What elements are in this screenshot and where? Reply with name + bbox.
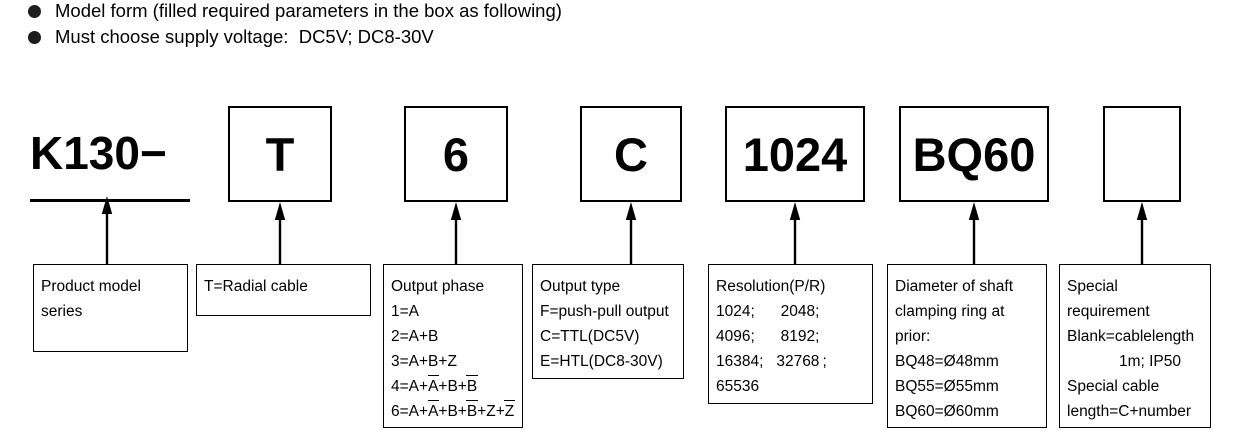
desc-line: 6=A+A+B+B+Z+Z bbox=[391, 399, 516, 424]
code-segment-clamping-ring[interactable]: BQ60 bbox=[899, 106, 1049, 202]
connector-arrow bbox=[272, 202, 288, 264]
desc-line: BQ48=Ø48mm bbox=[895, 353, 999, 370]
note-row: Must choose supply voltage: DC5V; DC8-30… bbox=[0, 26, 1236, 52]
note-text: Model form (filled required parameters i… bbox=[55, 0, 562, 21]
desc-line: C=TTL(DC5V) bbox=[540, 328, 640, 345]
note-text: Must choose supply voltage: DC5V; DC8-30… bbox=[55, 26, 434, 47]
desc-line: clamping ring at bbox=[895, 303, 1005, 320]
code-segment-value: T bbox=[265, 127, 295, 181]
desc-line: 3=A+B+Z bbox=[391, 353, 457, 370]
desc-line: F=push-pull output bbox=[540, 303, 669, 320]
desc-line: series bbox=[41, 303, 83, 320]
connector-arrow bbox=[99, 196, 115, 264]
note-row: Model form (filled required parameters i… bbox=[0, 0, 1236, 26]
desc-line: Output phase bbox=[391, 278, 485, 295]
desc-line: Diameter of shaft bbox=[895, 278, 1014, 295]
code-segment-value: C bbox=[614, 127, 648, 181]
desc-line: Resolution(P/R) bbox=[716, 278, 826, 295]
header-notes: Model form (filled required parameters i… bbox=[0, 0, 1236, 52]
connector-arrow bbox=[1134, 202, 1150, 264]
desc-line: Special cable bbox=[1067, 378, 1160, 395]
desc-line: T=Radial cable bbox=[204, 278, 308, 295]
desc-box-cable-direction: T=Radial cable bbox=[196, 264, 371, 316]
desc-line: BQ55=Ø55mm bbox=[895, 378, 999, 395]
desc-line: 1=A bbox=[391, 303, 420, 320]
code-segment-value: 6 bbox=[442, 127, 470, 181]
desc-line: Special bbox=[1067, 278, 1118, 295]
model-code-row: K130− T 6 C 1024 BQ60 bbox=[0, 106, 1236, 202]
bullet-icon bbox=[28, 5, 41, 18]
desc-line: 4096; 8192; bbox=[716, 328, 820, 345]
desc-line: Output type bbox=[540, 278, 621, 295]
code-segment-value: 1024 bbox=[742, 127, 848, 181]
connector-arrow bbox=[787, 202, 803, 264]
desc-line: 2=A+B bbox=[391, 328, 439, 345]
desc-line: BQ60=Ø60mm bbox=[895, 403, 999, 420]
desc-line: 16384; 32768 ; bbox=[716, 353, 827, 370]
desc-line: 4=A+A+B+B bbox=[391, 374, 515, 399]
bullet-icon bbox=[28, 31, 41, 44]
desc-line: Product model bbox=[41, 278, 141, 295]
desc-line: E=HTL(DC8-30V) bbox=[540, 353, 663, 370]
desc-line: 1m; IP50 bbox=[1118, 353, 1181, 370]
desc-line: prior: bbox=[895, 328, 931, 345]
code-segment-output-phase[interactable]: 6 bbox=[404, 106, 508, 202]
code-segment-value: K130− bbox=[30, 126, 167, 179]
code-segment-value: BQ60 bbox=[912, 127, 1036, 181]
code-segment-resolution[interactable]: 1024 bbox=[725, 106, 865, 202]
desc-box-shaft-clamping-ring-diameter: Diameter of shaft clamping ring at prior: B… bbox=[887, 264, 1047, 428]
desc-line: Blank=cablelength bbox=[1067, 328, 1195, 345]
connector-arrow bbox=[966, 202, 982, 264]
desc-box-product-model-series: Product model series bbox=[33, 264, 188, 352]
desc-line: 1024; 2048; bbox=[716, 303, 820, 320]
code-segment-cable[interactable]: T bbox=[228, 106, 332, 202]
desc-box-resolution: Resolution(P/R) 1024; 2048; 4096; 8192; 163… bbox=[708, 264, 873, 404]
desc-line: requirement bbox=[1067, 303, 1150, 320]
connector-arrow bbox=[623, 202, 639, 264]
code-segment-special[interactable] bbox=[1103, 106, 1181, 202]
code-segment-series: K130− bbox=[30, 106, 190, 202]
connector-arrow bbox=[448, 202, 464, 264]
desc-line: 65536 bbox=[716, 378, 760, 395]
code-segment-output-type[interactable]: C bbox=[580, 106, 682, 202]
desc-line: length=C+number bbox=[1067, 403, 1192, 420]
